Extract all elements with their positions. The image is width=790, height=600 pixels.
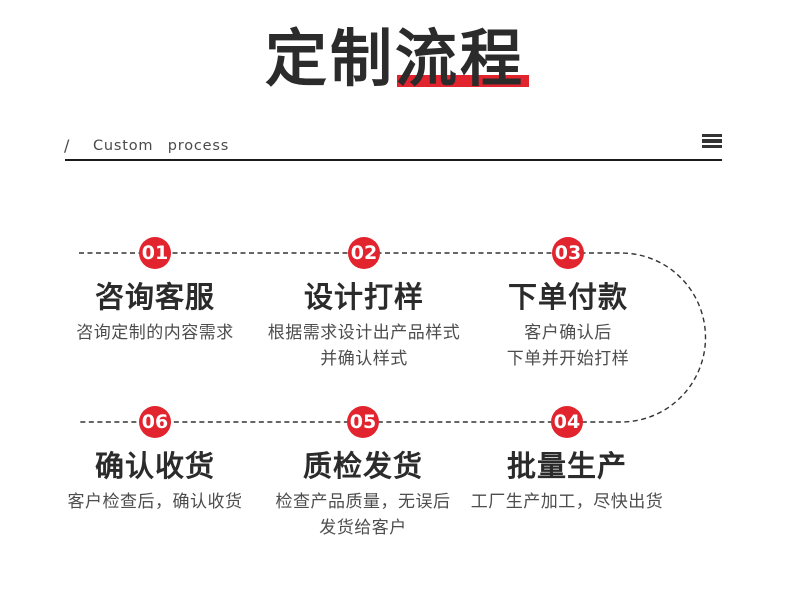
step-06: 06 确认收货 客户检查后，确认收货 [40, 406, 270, 515]
menu-icon-bar [702, 139, 722, 143]
step-description-line: 咨询定制的内容需求 [76, 323, 234, 343]
step-description-line: 下单并开始打样 [506, 349, 630, 369]
menu-icon-bar [702, 134, 722, 138]
step-title: 确认收货 [94, 449, 215, 483]
step-description: 工厂生产加工，尽快出货 [452, 489, 682, 515]
step-04: 04 批量生产 工厂生产加工，尽快出货 [452, 406, 682, 515]
step-description: 咨询定制的内容需求 [40, 320, 270, 346]
step-description-line: 检查产品质量，无误后 [275, 492, 451, 512]
step-description: 客户确认后 下单并开始打样 [453, 320, 683, 372]
subtitle-text: Custom process [93, 138, 230, 154]
step-description-line: 工厂生产加工，尽快出货 [470, 492, 664, 512]
step-description: 检查产品质量，无误后 发货给客户 [248, 489, 478, 541]
step-02: 02 设计打样 根据需求设计出产品样式 并确认样式 [249, 237, 479, 372]
subtitle-slash: / [64, 136, 70, 155]
step-description-line: 根据需求设计出产品样式 [267, 323, 461, 343]
step-01: 01 咨询客服 咨询定制的内容需求 [40, 237, 270, 346]
page-title-highlight: 流程 [395, 22, 530, 95]
header-divider [65, 159, 722, 161]
step-description-line: 发货给客户 [319, 518, 407, 538]
step-description: 客户检查后，确认收货 [40, 489, 270, 515]
step-number-badge: 04 [551, 406, 583, 438]
step-description: 根据需求设计出产品样式 并确认样式 [249, 320, 479, 372]
step-05: 05 质检发货 检查产品质量，无误后 发货给客户 [248, 406, 478, 541]
step-title: 质检发货 [302, 449, 423, 483]
menu-icon-bar [702, 144, 722, 148]
step-number-badge: 06 [139, 406, 171, 438]
step-description-line: 客户检查后，确认收货 [67, 492, 243, 512]
step-03: 03 下单付款 客户确认后 下单并开始打样 [453, 237, 683, 372]
page-title: 定制流程 [0, 22, 790, 96]
step-title: 批量生产 [506, 449, 627, 483]
step-number-badge: 03 [552, 237, 584, 269]
step-number-badge: 01 [139, 237, 171, 269]
step-number-badge: 05 [347, 406, 379, 438]
step-title: 咨询客服 [94, 280, 215, 314]
step-number-badge: 02 [348, 237, 380, 269]
step-description-line: 客户确认后 [524, 323, 612, 343]
menu-icon [702, 134, 722, 148]
step-title: 设计打样 [303, 280, 424, 314]
step-title: 下单付款 [507, 280, 628, 314]
page-title-plain: 定制 [264, 22, 395, 95]
step-description-line: 并确认样式 [320, 349, 408, 369]
